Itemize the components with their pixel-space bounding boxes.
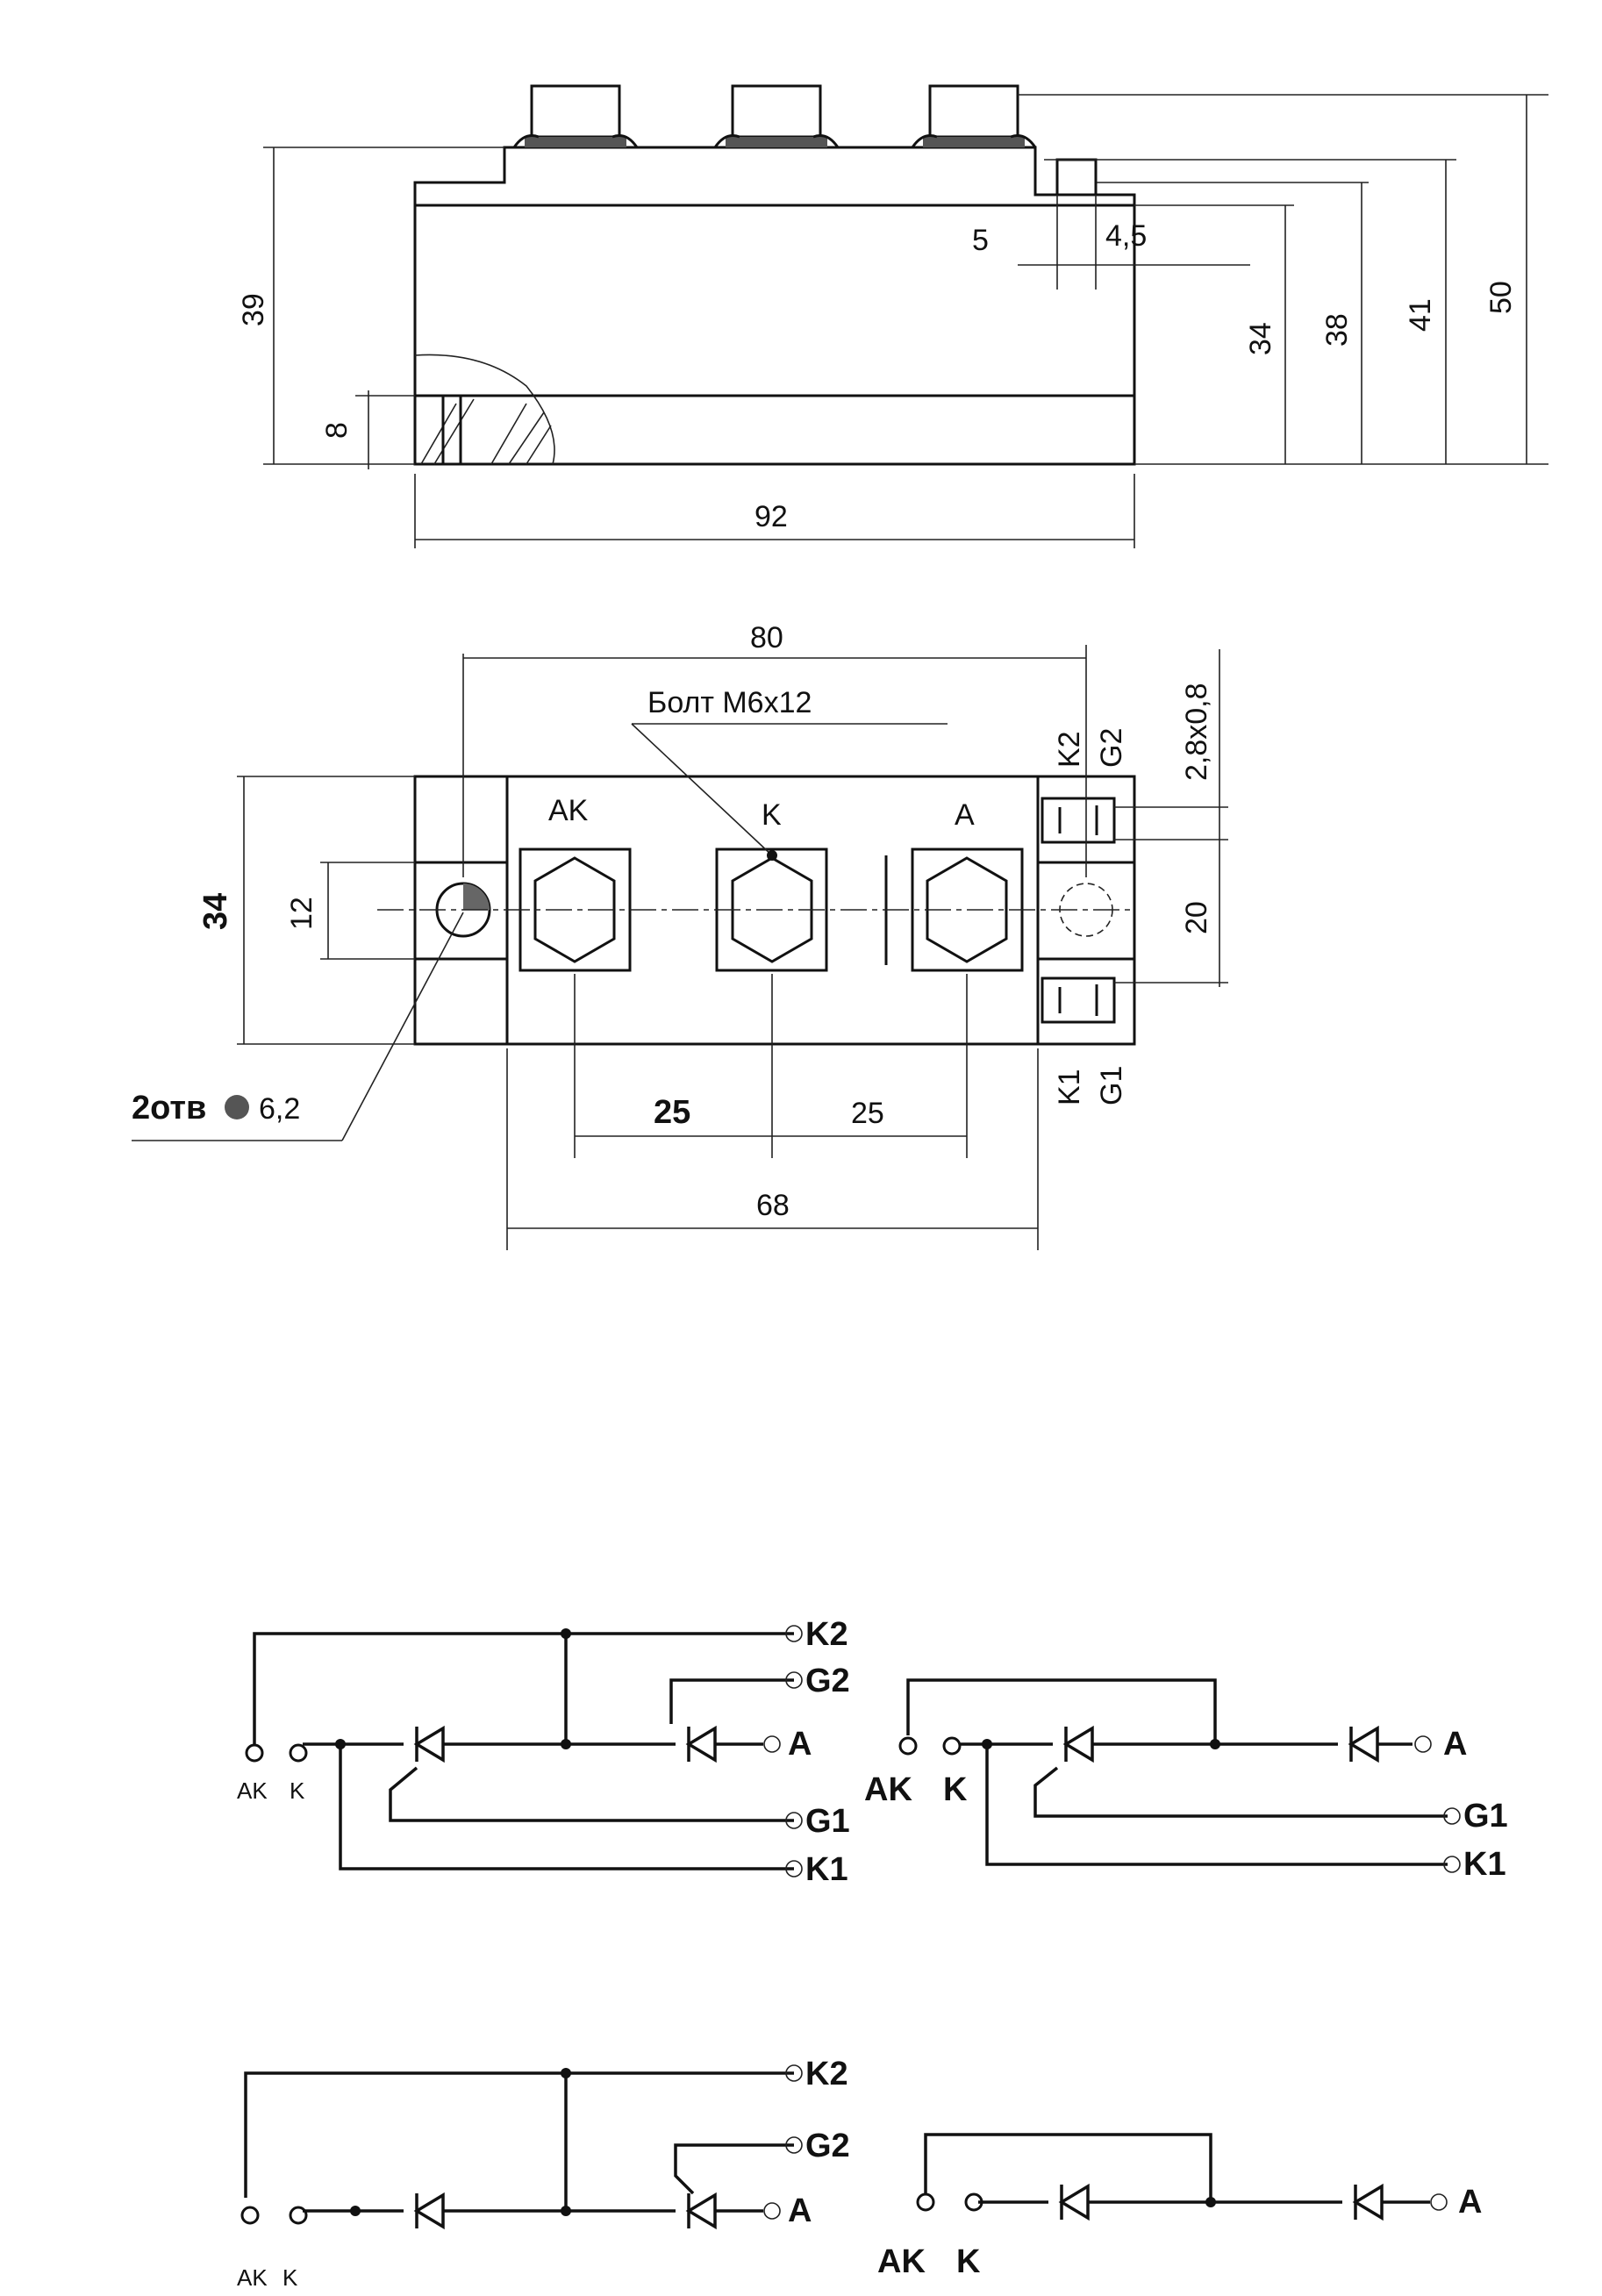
dim-25b: 25	[851, 1097, 884, 1130]
s2-k: K	[943, 1771, 968, 1808]
side-view: 39 8 92 5 4,5 34 38 41 50	[237, 84, 1548, 548]
s3-k2: K2	[805, 2056, 848, 2092]
terminal-nut	[713, 84, 840, 148]
schematic-2: A G1 K1 AK K	[864, 1678, 1508, 1883]
dim-68: 68	[756, 1189, 790, 1222]
dim-12: 12	[285, 897, 318, 930]
s1-k1: K1	[805, 1851, 848, 1888]
s4-k: K	[956, 2243, 981, 2280]
pin-g1: G1	[1095, 1066, 1128, 1105]
pin-k1: K1	[1053, 1069, 1086, 1105]
dim-39: 39	[237, 293, 270, 326]
dim-34: 34	[1244, 322, 1277, 355]
diode-2	[1058, 2183, 1090, 2221]
label-k: K	[762, 798, 782, 832]
dim-92: 92	[755, 500, 788, 533]
dim-38: 38	[1320, 313, 1354, 347]
dim-50: 50	[1484, 281, 1518, 314]
s1-ak: AK	[237, 1777, 268, 1804]
s1-k2: K2	[805, 1616, 848, 1653]
module-body	[413, 204, 1136, 466]
label-a: A	[955, 798, 975, 832]
hole-dia: 6,2	[259, 1092, 300, 1126]
s3-g2: G2	[805, 2128, 850, 2164]
schematic-1: K2 G2 A G1 K1 AK K	[237, 1616, 850, 1888]
dim-pin: 2,8x0,8	[1180, 683, 1213, 781]
thyristor-4	[413, 2192, 445, 2230]
pin-g2: G2	[1095, 728, 1128, 768]
s4-a: A	[1458, 2184, 1482, 2221]
dim-80: 80	[750, 621, 783, 654]
s3-ak: AK	[237, 2264, 268, 2291]
dim-4-5: 4,5	[1105, 219, 1147, 253]
s2-ak: AK	[864, 1771, 912, 1808]
thyristor-2	[685, 1725, 717, 1763]
label-ak: AK	[548, 794, 589, 827]
thyristor-1	[413, 1725, 445, 1763]
s3-k: K	[282, 2264, 298, 2291]
dim-20: 20	[1180, 901, 1213, 934]
s1-a: A	[788, 1726, 812, 1763]
s4-ak: AK	[877, 2243, 926, 2280]
terminal-nut	[512, 84, 639, 148]
diameter-icon	[225, 1095, 249, 1119]
holes-label: 2отв	[132, 1090, 206, 1127]
dim-25a: 25	[654, 1094, 690, 1131]
diode-1	[1348, 1725, 1379, 1763]
top-view: 80 Болт М6x12 34 12 AK K A K2 G2 K1 G1 2…	[132, 621, 1228, 1250]
diode-3	[1352, 2183, 1384, 2221]
thyristor-3	[1062, 1725, 1094, 1763]
s2-g1: G1	[1463, 1798, 1508, 1835]
bolt-label: Болт М6x12	[647, 686, 812, 719]
terminal-nut	[911, 84, 1037, 148]
schematic-4: A AK K	[877, 2133, 1482, 2280]
s3-a: A	[788, 2192, 812, 2229]
schematic-3: K2 G2 A AK K	[237, 2056, 850, 2291]
thyristor-5	[685, 2192, 717, 2230]
s1-k: K	[290, 1777, 305, 1804]
s1-g2: G2	[805, 1663, 850, 1699]
s2-k1: K1	[1463, 1846, 1506, 1883]
pin-k2: K2	[1053, 731, 1086, 768]
module-top	[413, 775, 1136, 1046]
dim-34-top: 34	[197, 893, 234, 930]
s1-g1: G1	[805, 1803, 850, 1840]
dim-5: 5	[972, 224, 989, 257]
dim-8: 8	[320, 422, 354, 439]
dim-41: 41	[1404, 298, 1437, 332]
s2-a: A	[1443, 1726, 1467, 1763]
